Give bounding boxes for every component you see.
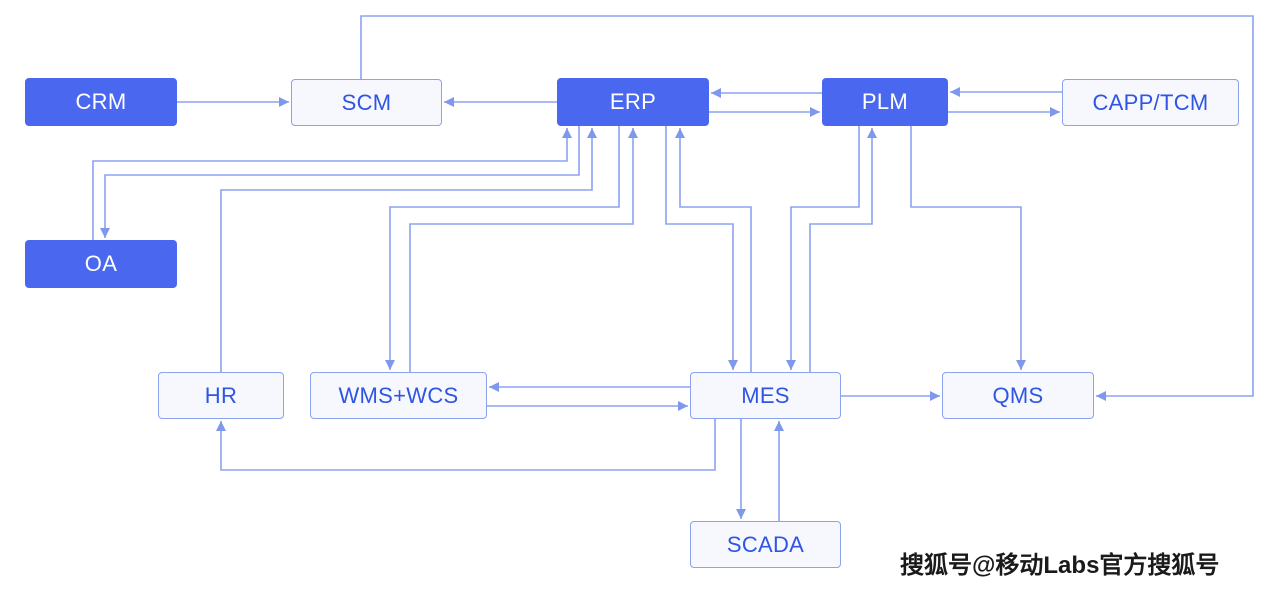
node-oa-label: OA (84, 251, 118, 276)
node-erp-label: ERP (609, 89, 657, 114)
edge-erp-mes (665, 126, 738, 370)
node-scada: SCADA (690, 521, 841, 568)
node-crm: CRM (25, 78, 177, 126)
node-scm: SCM (291, 79, 442, 126)
node-erp: ERP (557, 78, 709, 126)
edge-plm-qms (910, 126, 1026, 370)
edge-hr-erp (220, 128, 597, 372)
node-capp-tcm-label: CAPP/TCM (1092, 89, 1209, 115)
node-qms-label: QMS (992, 382, 1044, 408)
edge-oa-erp (92, 128, 572, 240)
edge-wms-erp (409, 128, 638, 372)
watermark-text: 搜狐号@移动Labs官方搜狐号 (900, 552, 1220, 579)
node-qms: QMS (942, 372, 1094, 419)
edge-scm-qms (360, 15, 1254, 401)
node-capp-tcm: CAPP/TCM (1062, 79, 1239, 126)
edge-mes-plm (809, 128, 877, 372)
node-scm-label: SCM (341, 89, 392, 115)
node-mes: MES (690, 372, 841, 419)
edge-mes-erp (675, 128, 752, 372)
node-hr-label: HR (204, 382, 238, 408)
node-oa: OA (25, 240, 177, 288)
node-scada-label: SCADA (726, 531, 805, 557)
node-plm-label: PLM (861, 89, 909, 114)
edge-plm-mes (786, 126, 860, 370)
edge-mes-hr (216, 419, 716, 471)
node-crm-label: CRM (75, 89, 127, 114)
node-plm: PLM (822, 78, 948, 126)
node-wms-wcs-label: WMS+WCS (338, 382, 459, 408)
edge-erp-oa (100, 126, 580, 238)
node-hr: HR (158, 372, 284, 419)
node-mes-label: MES (741, 382, 790, 408)
edge-erp-wms (385, 126, 620, 370)
node-wms-wcs: WMS+WCS (310, 372, 487, 419)
